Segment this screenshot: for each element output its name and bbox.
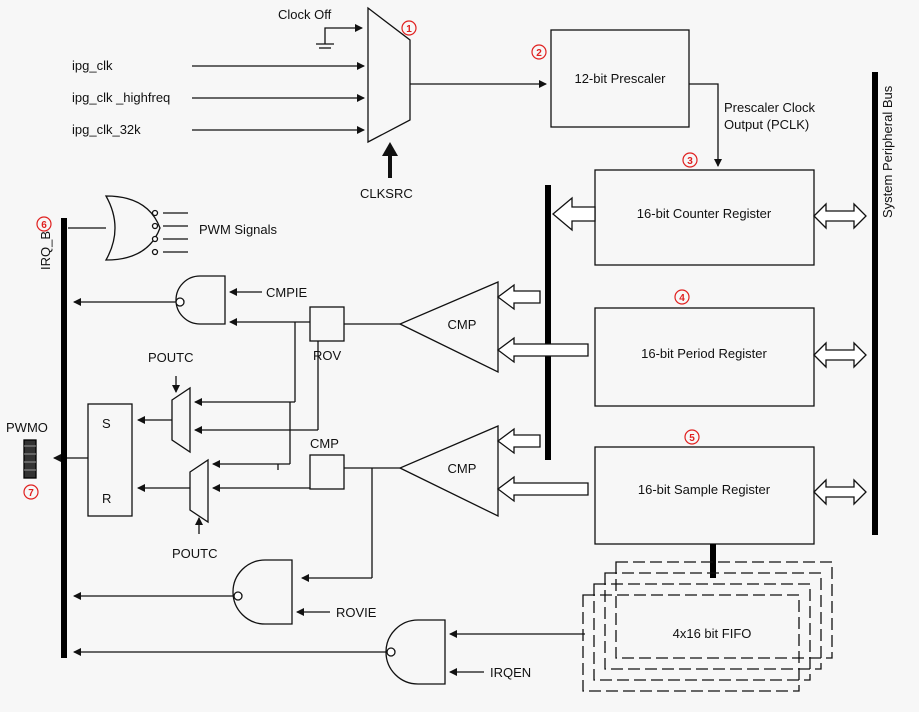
bus-to-cmp-bottom-arrow	[496, 427, 541, 455]
marker-6-text: 6	[41, 220, 47, 231]
period-to-cmp-top-arrow	[496, 336, 589, 364]
sr-latch-box	[87, 403, 133, 517]
pclk-wire	[689, 83, 722, 167]
prescaler-box	[550, 29, 690, 128]
sample-register-box	[594, 446, 815, 545]
pwmo-pin	[23, 439, 37, 479]
marker-2-text: 2	[536, 48, 542, 59]
poutc-bottom-label: POUTC	[172, 546, 218, 561]
fifo-frame-2	[604, 572, 822, 670]
pclk-label-line2: Output (PCLK)	[724, 117, 809, 132]
irq-b-label: IRQ_B	[38, 231, 53, 270]
cmp-bottom-triangle	[398, 425, 499, 518]
pwm-inv-bubble-2	[151, 222, 159, 230]
cmp-flipflop-label: CMP	[310, 436, 339, 451]
clksrc-arrow	[382, 142, 398, 178]
pwm-inv-bubble-3	[151, 235, 159, 243]
irqen-label: IRQEN	[490, 665, 531, 680]
marker-1-text: 1	[406, 24, 412, 35]
cmp-bottom-label: CMP	[448, 461, 477, 476]
pwm-inv-bubble-4	[151, 248, 159, 256]
irqen-nand-bubble	[386, 647, 396, 657]
poutc-bottom-mux	[189, 458, 209, 524]
marker-7-text: 7	[28, 488, 34, 499]
sample-register-label: 16-bit Sample Register	[638, 482, 771, 497]
cmpie-nand-bubble	[175, 297, 185, 307]
fifo-frame-3	[593, 583, 811, 681]
system-peripheral-bus-label: System Peripheral Bus	[880, 85, 895, 218]
ipg-clk-label: ipg_clk	[72, 58, 113, 73]
sample-to-cmp-bottom-arrow	[496, 475, 589, 503]
cmp-flipflop-box	[309, 454, 345, 490]
ipg-clk-highfreq-label: ipg_clk _highfreq	[72, 90, 170, 105]
counter-register-label: 16-bit Counter Register	[637, 206, 772, 221]
marker-3-text: 3	[687, 156, 693, 167]
marker-5-text: 5	[689, 433, 695, 444]
marker-4: 4	[674, 289, 690, 305]
counter-bus-double-arrow	[813, 202, 867, 230]
marker-4-text: 4	[679, 293, 685, 304]
fifo-frame-4	[582, 594, 800, 692]
marker-1: 1	[401, 20, 417, 36]
rovie-nand-bubble	[233, 591, 243, 601]
rov-flipflop-box	[309, 306, 345, 342]
pwm-signals-label: PWM Signals	[199, 222, 278, 237]
sr-latch-s-label: S	[102, 416, 111, 431]
fifo-frame-1	[615, 561, 833, 659]
sample-bus-double-arrow	[813, 478, 867, 506]
irqen-nand-gate	[385, 619, 446, 685]
rovie-label: ROVIE	[336, 605, 377, 620]
pwmo-label: PWMO	[6, 420, 48, 435]
marker-3: 3	[682, 152, 698, 168]
counter-to-bus-arrow	[551, 196, 596, 232]
rovie-nand-gate	[232, 559, 293, 625]
marker-5: 5	[684, 429, 700, 445]
period-bus-double-arrow	[813, 341, 867, 369]
marker-6: 6	[36, 216, 52, 232]
clock-off-ground	[316, 24, 363, 49]
marker-7: 7	[23, 484, 39, 500]
rov-label: ROV	[313, 348, 342, 363]
pclk-label-line1: Prescaler Clock	[724, 100, 816, 115]
poutc-top-mux	[171, 386, 191, 454]
clock-source-mux	[367, 6, 411, 144]
cmp-top-triangle	[398, 281, 499, 374]
cmpie-label: CMPIE	[266, 285, 308, 300]
sr-latch-r-label: R	[102, 491, 111, 506]
ipg-clk-32k-label: ipg_clk_32k	[72, 122, 141, 137]
prescaler-label: 12-bit Prescaler	[574, 71, 666, 86]
poutc-top-label: POUTC	[148, 350, 194, 365]
clksrc-label: CLKSRC	[360, 186, 413, 201]
clock-off-label: Clock Off	[278, 7, 332, 22]
pwm-or-gate	[104, 195, 161, 261]
pwm-inv-bubble-1	[151, 209, 159, 217]
bus-to-cmp-top-arrow	[496, 283, 541, 311]
fifo-label: 4x16 bit FIFO	[673, 626, 752, 641]
marker-2: 2	[531, 44, 547, 60]
period-register-label: 16-bit Period Register	[641, 346, 767, 361]
period-register-box	[594, 307, 815, 407]
cmp-top-label: CMP	[448, 317, 477, 332]
